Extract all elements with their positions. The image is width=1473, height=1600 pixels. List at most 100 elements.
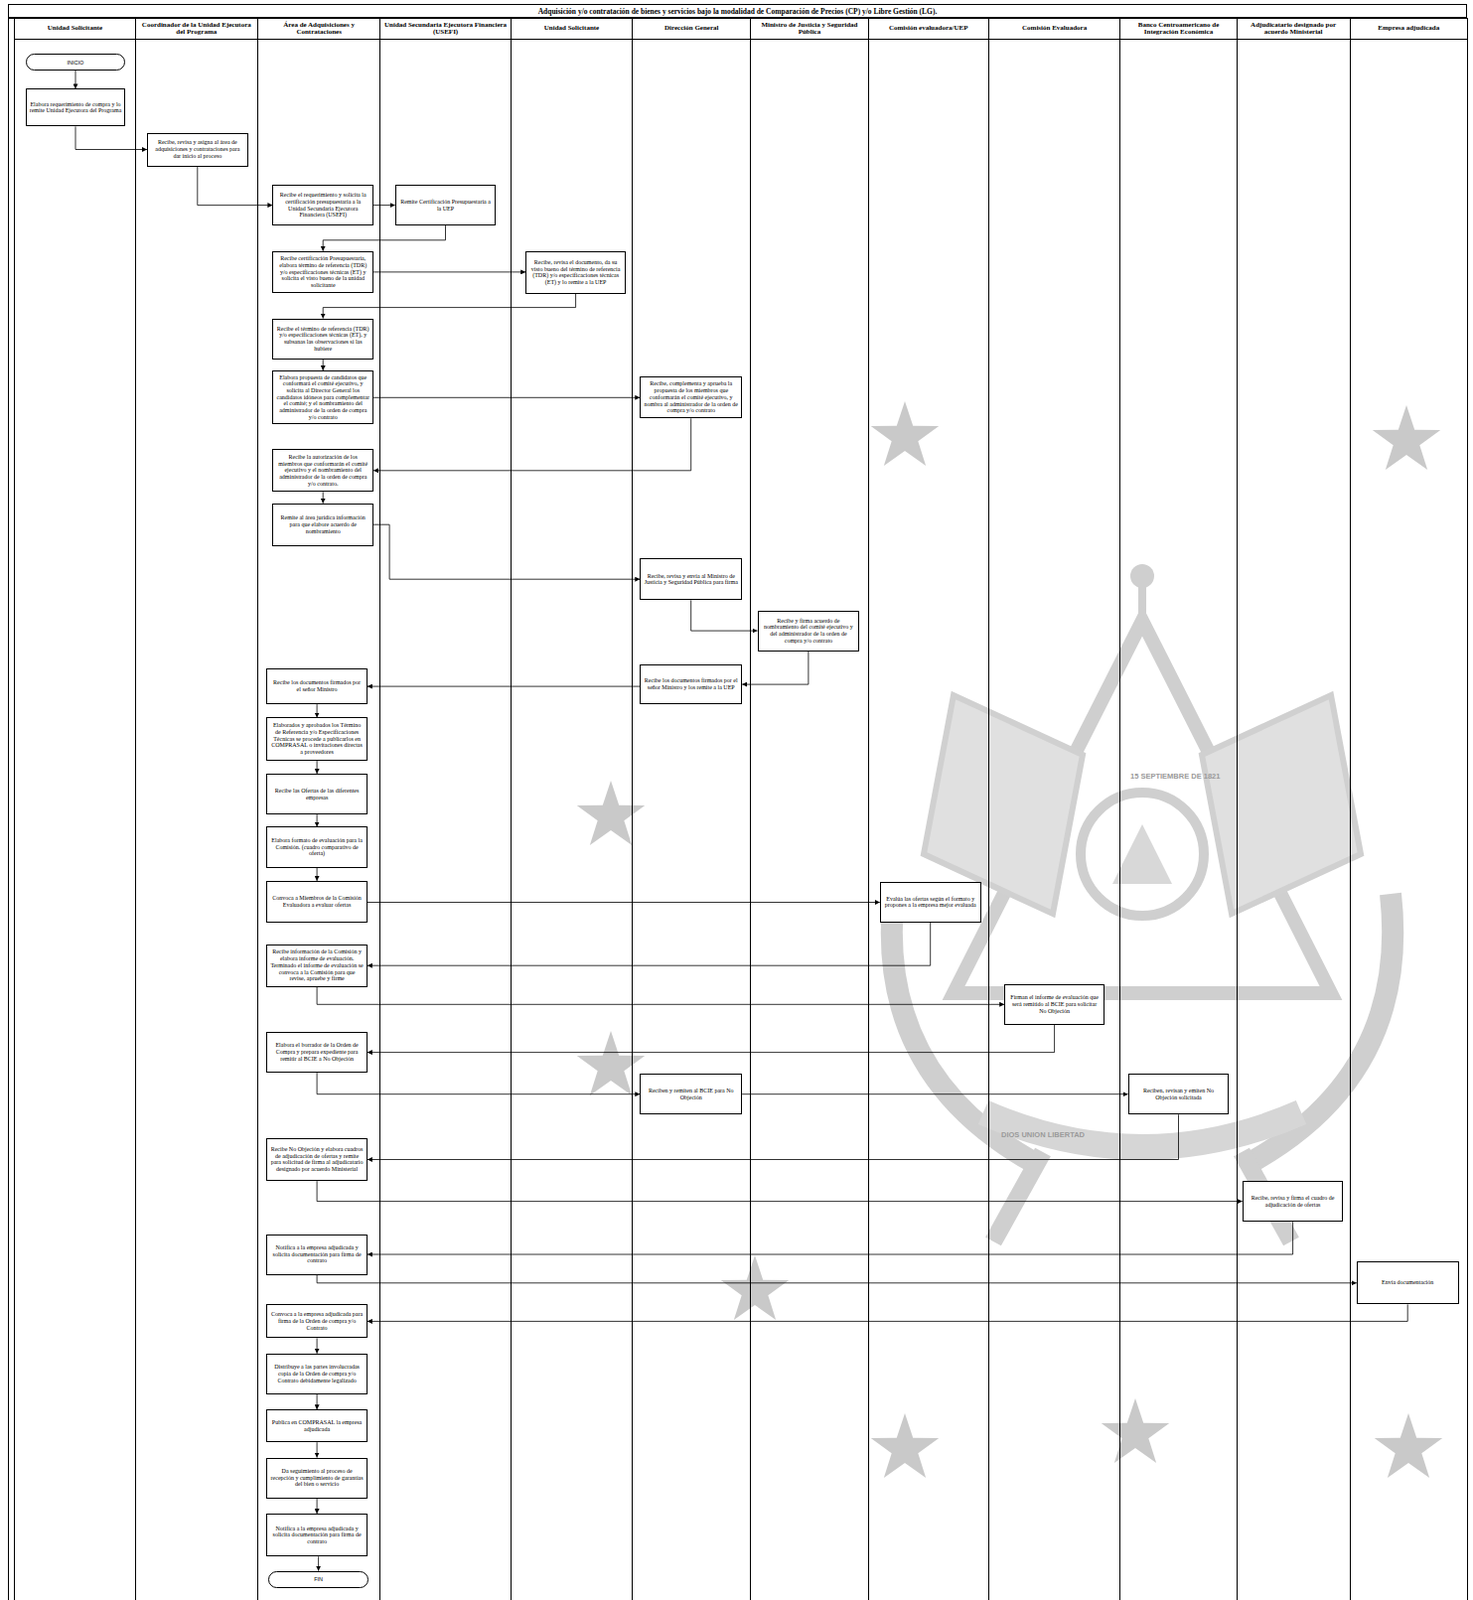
swimlane: Empresa adjudicadaEnvía documentación xyxy=(1349,17,1469,1600)
flow-connector xyxy=(316,1337,318,1354)
watermark-text: 15 SEPTIEMBRE DE 1821 xyxy=(1130,771,1220,781)
process-box: Envía documentación xyxy=(1356,1261,1460,1305)
flow-connector xyxy=(691,599,758,631)
process-box: Recibe el término de referencia (TDR) y/… xyxy=(272,318,374,360)
process-box: Recibe el requerimiento y solicita la ce… xyxy=(272,184,374,226)
box-text: Notifica a la empresa adjudicada y solic… xyxy=(270,1525,364,1546)
box-text: Da seguimiento al proceso de recepción y… xyxy=(270,1468,364,1488)
box-text: Recibe información de la Comisión y elab… xyxy=(270,948,364,983)
process-box: Recibe, revisa y firma el cuadro de adju… xyxy=(1242,1180,1344,1222)
process-box: Notifica a la empresa adjudicada y solic… xyxy=(266,1234,368,1276)
swimlane: Adjudicatario designado por acuerdo Mini… xyxy=(1236,17,1350,1600)
process-box: Notifica a la empresa adjudicada y solic… xyxy=(266,1513,368,1557)
flow-connector xyxy=(367,1025,1055,1053)
flow-connector xyxy=(373,397,640,399)
process-box: Elabora requerimiento de compra y lo rem… xyxy=(25,88,127,127)
box-text: INICIO xyxy=(67,59,85,66)
flow-connector xyxy=(373,271,526,273)
box-text: Convoca a la empresa adjudicada para fir… xyxy=(270,1311,364,1331)
box-text: Publica en COMPRASAL la empresa adjudica… xyxy=(270,1419,364,1433)
flow-connector xyxy=(197,166,274,206)
swimlane: Comisión evaluadora/UEP Evalúa las oferta… xyxy=(868,17,989,1600)
process-box: Convoca a Miembros de la Comisión Evalua… xyxy=(266,881,368,923)
process-box: Distribuye a las partes involucradas cop… xyxy=(266,1353,368,1395)
flow-connector xyxy=(741,651,809,685)
process-box: Recibe, revisa el documento, da su visto… xyxy=(525,251,626,295)
box-text: Recibe la autorización de los miembros q… xyxy=(276,453,370,488)
watermark-stars xyxy=(577,401,1443,1478)
flow-connector xyxy=(373,418,692,471)
swimlane: Área de Adquisiciones y ContratacionesRe… xyxy=(257,17,380,1600)
flow-connector xyxy=(316,760,318,774)
flow-connector xyxy=(367,1114,1179,1160)
box-text: Recibe, revisa y firma el cuadro de adju… xyxy=(1246,1194,1340,1208)
box-text: Recibe los documentos firmados por el se… xyxy=(270,679,364,693)
process-box: Recibe No Objeción y elabora cuadros de … xyxy=(266,1138,368,1181)
flow-connector xyxy=(316,1394,318,1411)
process-box: Recibe, complementa y aprueba la propues… xyxy=(639,376,742,419)
process-box: Reciben, revisan y emiten No Objeción so… xyxy=(1128,1073,1230,1115)
flow-connector xyxy=(367,901,881,903)
process-box: Elabora el borrador de la Orden de Compr… xyxy=(266,1031,368,1073)
box-text: Convoca a Miembros de la Comisión Evalua… xyxy=(270,894,364,908)
flow-connector xyxy=(741,1093,1129,1095)
swimlane: Unidad Secundaria Ejecutora Financiera (… xyxy=(379,17,511,1600)
process-box: Elabora formato de evaluación para la Co… xyxy=(266,826,368,868)
flow-connector xyxy=(373,204,396,206)
box-text: Recibe, revisa y asigna al área de adqui… xyxy=(150,139,245,159)
flow-connector xyxy=(317,1556,319,1571)
flow-connector xyxy=(75,126,148,149)
lane-header: Empresa adjudicada xyxy=(1350,17,1468,40)
flow-connector xyxy=(75,70,77,90)
swimlane: Unidad SolicitanteRecibe, revisa el docu… xyxy=(510,17,632,1600)
process-box: Evalúa las ofertas según el formato y pr… xyxy=(880,882,982,923)
lane-header: Coordinador de la Unidad Ejecutora del P… xyxy=(136,17,258,40)
swimlane: Dirección GeneralRecibe, complementa y a… xyxy=(631,17,750,1600)
flow-connector xyxy=(316,1180,1243,1202)
box-text: Reciben, revisan y emiten No Objeción so… xyxy=(1132,1087,1226,1101)
box-text: Recibe, complementa y aprueba la propues… xyxy=(643,380,738,415)
box-text: Elabora propuesta de candidatos que conf… xyxy=(276,374,370,422)
process-box: Recibe, revisa y asigna al área de adqui… xyxy=(147,133,249,167)
terminal-pill: FIN xyxy=(268,1571,369,1589)
flow-connector xyxy=(316,1442,318,1458)
process-box: Convoca a la empresa adjudicada para fir… xyxy=(266,1304,368,1338)
lane-header: Comisión Evaluadora xyxy=(989,17,1121,40)
process-box: Elaborados y aprobados los Término de Re… xyxy=(266,717,368,760)
box-text: Remite Certificación Presupuestaria a la… xyxy=(399,198,493,212)
swimlane: Banco Centroamericano de Integración Eco… xyxy=(1119,17,1236,1600)
process-box: Elabora propuesta de candidatos que conf… xyxy=(272,370,374,425)
flow-connector xyxy=(322,225,445,252)
process-box: Recibe la autorización de los miembros q… xyxy=(272,448,374,492)
lane-header: Área de Adquisiciones y Contrataciones xyxy=(258,17,380,40)
box-text: Recibe No Objeción y elabora cuadros de … xyxy=(270,1146,364,1174)
terminal-pill: INICIO xyxy=(25,53,127,70)
process-box: Recibe los documentos firmados por el se… xyxy=(639,664,742,705)
flow-connector xyxy=(322,294,576,319)
flow-connector xyxy=(316,868,318,882)
lane-header: Dirección General xyxy=(632,17,750,40)
flow-connector xyxy=(367,1221,1294,1255)
lane-header: Unidad Solicitante xyxy=(511,17,632,40)
flow-connector xyxy=(316,987,1005,1006)
flow-connector xyxy=(316,1498,318,1514)
lane-header: Comisión evaluadora/UEP xyxy=(869,17,989,40)
flow-connector xyxy=(322,359,324,371)
flow-connector xyxy=(373,524,640,580)
flow-connector xyxy=(316,1072,640,1095)
process-box: Reciben y remiten al BCIE para No Objeci… xyxy=(639,1073,742,1115)
box-text: Remite al área jurídica información para… xyxy=(276,514,370,535)
lane-header: Unidad Solicitante xyxy=(14,17,135,40)
box-text: Elabora el borrador de la Orden de Compr… xyxy=(270,1041,364,1062)
flow-connector xyxy=(322,491,324,503)
box-text: Elaborados y aprobados los Término de Re… xyxy=(270,722,364,756)
box-text: Recibe, revisa el documento, da su visto… xyxy=(529,259,622,287)
process-box: Remite al área jurídica información para… xyxy=(272,503,374,547)
lane-header: Unidad Secundaria Ejecutora Financiera (… xyxy=(380,17,511,40)
diagram-title: Adquisición y/o contratación de bienes y… xyxy=(538,6,938,16)
flow-connector xyxy=(367,686,640,688)
